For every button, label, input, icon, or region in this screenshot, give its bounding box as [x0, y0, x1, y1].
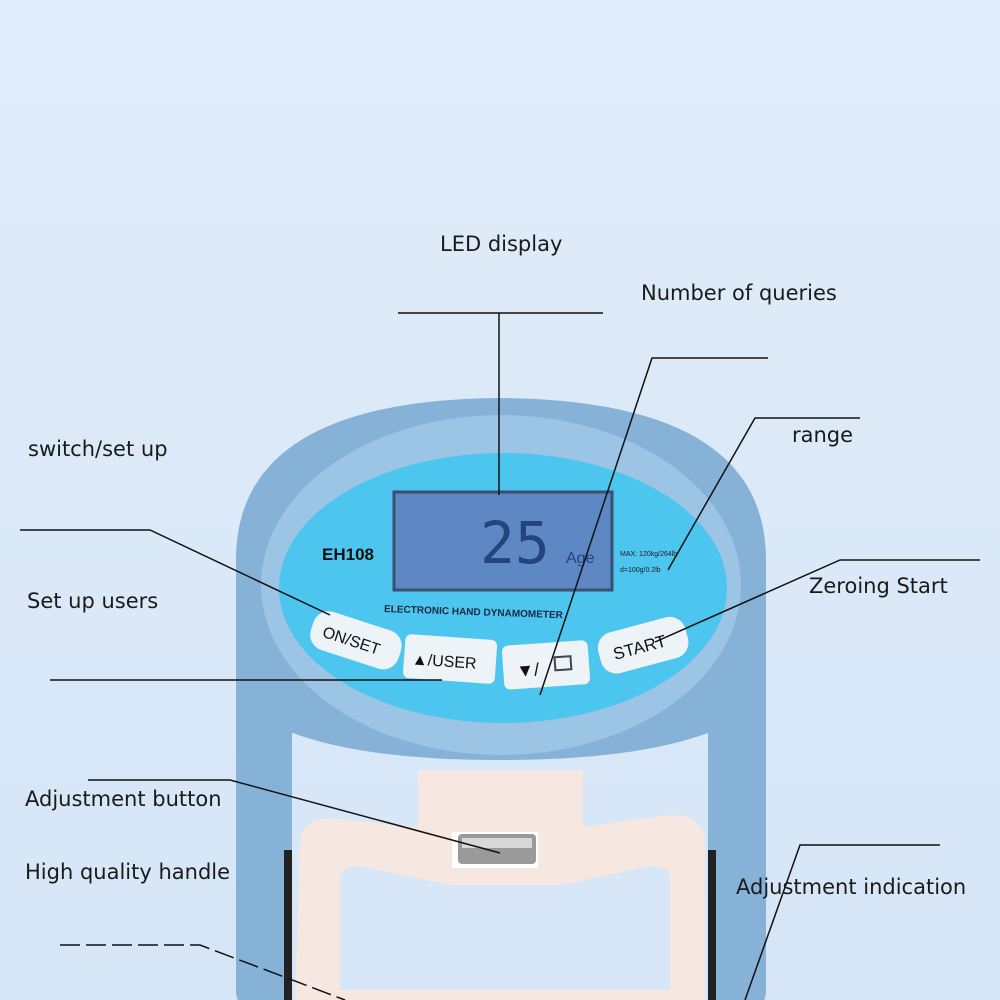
handle — [295, 770, 705, 1000]
label-switch-set-up: switch/set up — [28, 437, 168, 461]
label-led-display: LED display — [440, 232, 563, 256]
label-number-of-queries: Number of queries — [641, 281, 837, 305]
svg-text:▲/USER: ▲/USER — [411, 651, 477, 672]
label-range: range — [792, 423, 854, 447]
label-high-quality-handle: High quality handle — [25, 860, 231, 884]
model-label: EH108 — [322, 545, 374, 564]
leader-lines — [20, 312, 980, 1000]
label-adjustment-indication: Adjustment indication — [736, 875, 967, 899]
left-grip — [236, 640, 292, 1000]
lcd-value: 25 — [480, 509, 550, 577]
label-set-up-users: Set up users — [27, 589, 159, 613]
up-user-button[interactable]: ▲/USER — [403, 634, 498, 684]
start-button[interactable]: START — [594, 613, 692, 677]
lcd-unit: Age — [566, 550, 595, 567]
adjustment-knob — [452, 832, 538, 868]
label-adjustment-button: Adjustment button — [25, 787, 222, 811]
spec-max: MAX: 120kg/264lb — [620, 551, 677, 558]
down-history-button[interactable]: ▼/ — [501, 640, 591, 690]
on-set-button[interactable]: ON/SET — [306, 607, 406, 673]
spec-division: d=100g/0.2lb — [620, 567, 661, 574]
label-zeroing-start: Zeroing Start — [809, 574, 948, 598]
svg-text:▼/: ▼/ — [516, 659, 540, 681]
right-grip — [708, 640, 766, 1000]
lcd-screen — [392, 490, 614, 592]
book-icon — [553, 655, 573, 672]
